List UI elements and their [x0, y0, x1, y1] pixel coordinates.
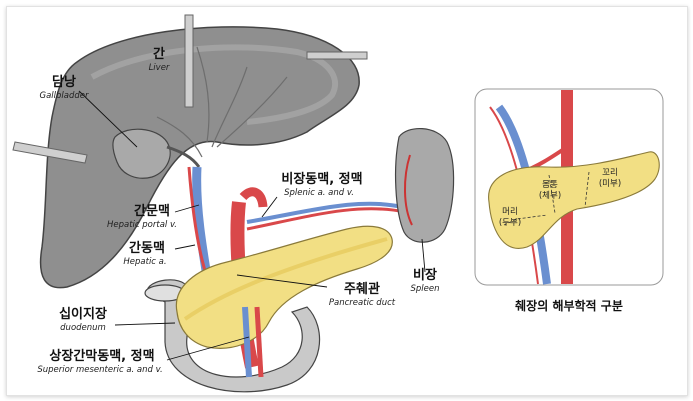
- label-liver-en: Liver: [149, 63, 170, 73]
- inset-tail-line2: (미부): [599, 179, 621, 189]
- inset-head-line1: 머리: [502, 207, 518, 217]
- label-spleen-en: Spleen: [411, 284, 440, 294]
- surgical-retractors: [12, 14, 368, 164]
- leader-lines: [78, 90, 426, 361]
- label-splenic-ko: 비장동맥, 정맥: [281, 171, 362, 187]
- label-hepatic-artery-en: Hepatic a.: [123, 257, 166, 267]
- inset-caption: 췌장의 해부학적 구분: [515, 298, 623, 313]
- label-duodenum-en: duodenum: [60, 323, 106, 333]
- label-spleen-ko: 비장: [413, 267, 437, 283]
- splenic-vessels: [246, 201, 406, 231]
- label-smv-ko: 상장간막동맥, 정맥: [49, 348, 154, 364]
- label-duodenum-ko: 십이지장: [59, 306, 107, 322]
- label-liver-ko: 간: [153, 46, 165, 62]
- label-pancreatic-duct-en: Pancreatic duct: [329, 298, 396, 308]
- hepatic-artery: [187, 166, 209, 278]
- label-smv-en: Superior mesenteric a. and v.: [37, 365, 162, 375]
- spleen-shape: [394, 127, 455, 243]
- inset-tail-line1: 꼬리: [602, 168, 618, 178]
- label-pancreatic-duct-ko: 주췌관: [344, 281, 380, 297]
- label-gallbladder-en: Gallbladder: [40, 91, 90, 101]
- label-splenic-en: Splenic a. and v.: [284, 188, 354, 198]
- label-hepatic-artery-ko: 간동맥: [129, 240, 165, 256]
- label-portal-ko: 간문맥: [134, 203, 170, 219]
- pancreas-shape: [175, 225, 393, 349]
- pancreas-anatomy-illustration: 간 Liver 담낭 Gallbladder 간문맥 Hepatic porta…: [12, 14, 664, 393]
- inset-body-line2: (체부): [539, 190, 561, 201]
- superior-mesenteric-vessels: [242, 306, 264, 378]
- label-portal-en: Hepatic portal v.: [107, 220, 177, 230]
- label-gallbladder-ko: 담낭: [52, 74, 76, 90]
- inset-panel: 머리 (두부) 몸통 (체부) 꼬리 (미부): [474, 88, 664, 286]
- gallbladder-shape: [112, 128, 201, 179]
- figure-frame: 간 Liver 담낭 Gallbladder 간문맥 Hepatic porta…: [6, 6, 688, 396]
- inset-head-line2: (두부): [499, 218, 521, 228]
- inset-body-line1: 몸통: [542, 180, 558, 190]
